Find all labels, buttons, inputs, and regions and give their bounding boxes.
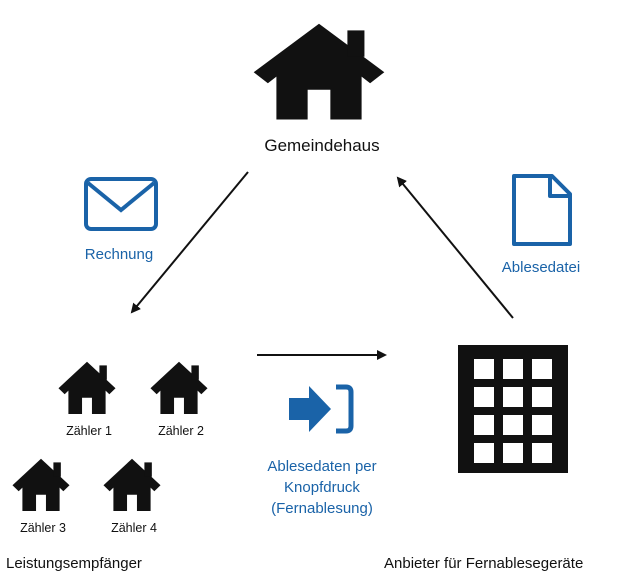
meter-2-house-icon	[150, 361, 208, 414]
meter-4-house-icon	[103, 458, 161, 511]
envelope-icon	[84, 177, 158, 231]
ablesedaten-line-3: (Fernablesung)	[271, 500, 373, 517]
building-icon	[458, 345, 568, 473]
document-icon	[512, 174, 572, 246]
meter-3-house-icon	[12, 458, 70, 511]
meter-2-label: Zähler 2	[158, 424, 204, 438]
sign-in-icon	[289, 384, 354, 434]
arrow-anbieter-to-gemeindehaus	[396, 176, 514, 319]
meter-1-label: Zähler 1	[66, 424, 112, 438]
leistungsempfaenger-label: Leistungsempfänger	[6, 555, 142, 572]
ablesedaten-line-1: Ablesedaten per	[267, 458, 377, 475]
rechnung-label: Rechnung	[84, 246, 154, 263]
meter-1-house-icon	[58, 361, 116, 414]
gemeindehaus-label: Gemeindehaus	[264, 136, 380, 155]
ablesedatei-label: Ablesedatei	[501, 259, 581, 276]
anbieter-label: Anbieter für Fernablesegeräte	[384, 555, 584, 572]
arrow-gemeindehaus-to-leistungsempfaenger	[130, 171, 249, 314]
ablesedaten-line-2: Knopfdruck	[284, 479, 360, 496]
gemeindehaus-house-icon	[253, 23, 385, 120]
meter-4-label: Zähler 4	[111, 521, 157, 535]
meter-3-label: Zähler 3	[20, 521, 66, 535]
